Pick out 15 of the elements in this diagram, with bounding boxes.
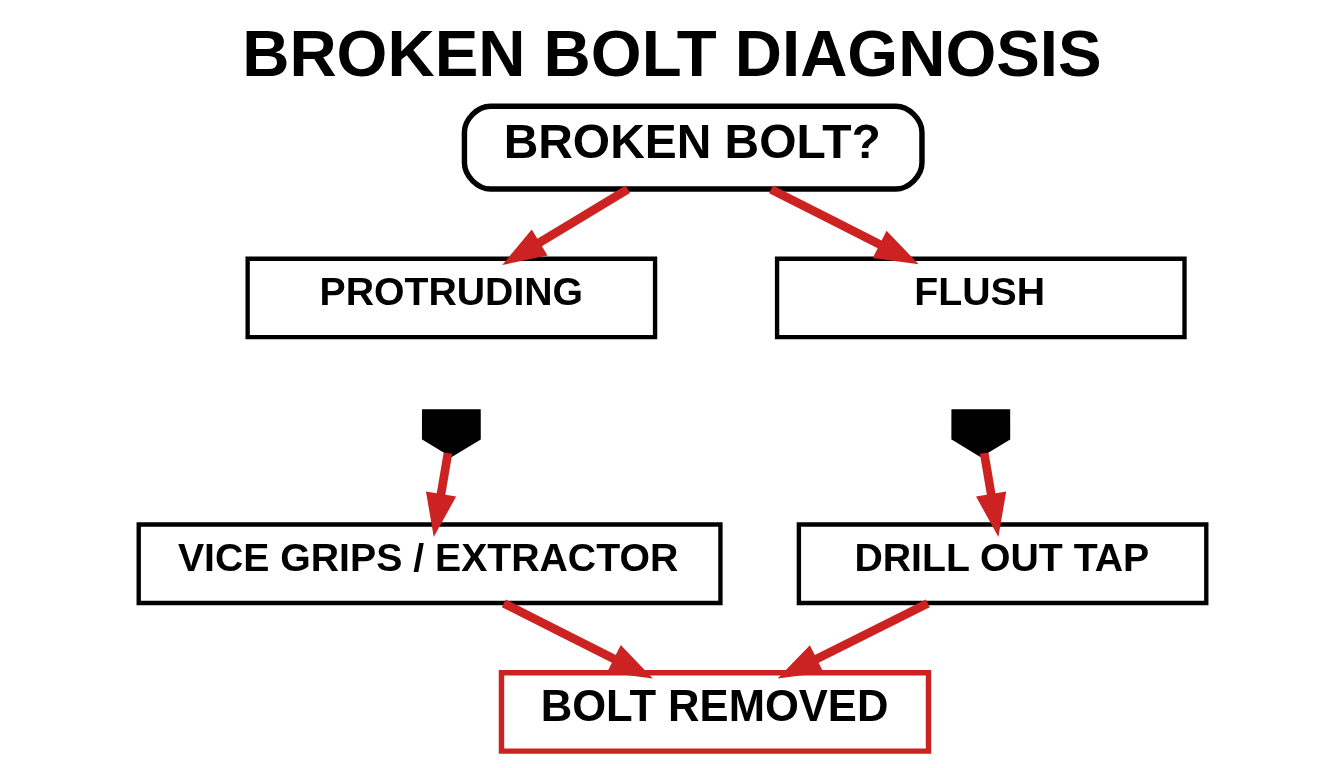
- arrow: [501, 599, 653, 679]
- node-box: BROKEN BOLT?: [461, 103, 925, 192]
- diagram-title: BROKEN BOLT DIAGNOSIS: [241, 16, 1102, 90]
- arrow: [425, 452, 456, 538]
- arrow: [975, 452, 1006, 538]
- node-box: DRILL OUT TAP: [796, 522, 1208, 606]
- node-box: BOLT REMOVED: [498, 669, 931, 754]
- node-box: VICE GRIPS / EXTRACTOR: [136, 522, 723, 606]
- node-bolt: [421, 409, 481, 458]
- arrow: [777, 599, 930, 679]
- arrow: [501, 185, 630, 266]
- node-box: FLUSH: [774, 256, 1187, 340]
- arrow: [768, 185, 919, 265]
- node-bolt: [950, 409, 1010, 458]
- node-box: PROTRUDING: [244, 256, 657, 340]
